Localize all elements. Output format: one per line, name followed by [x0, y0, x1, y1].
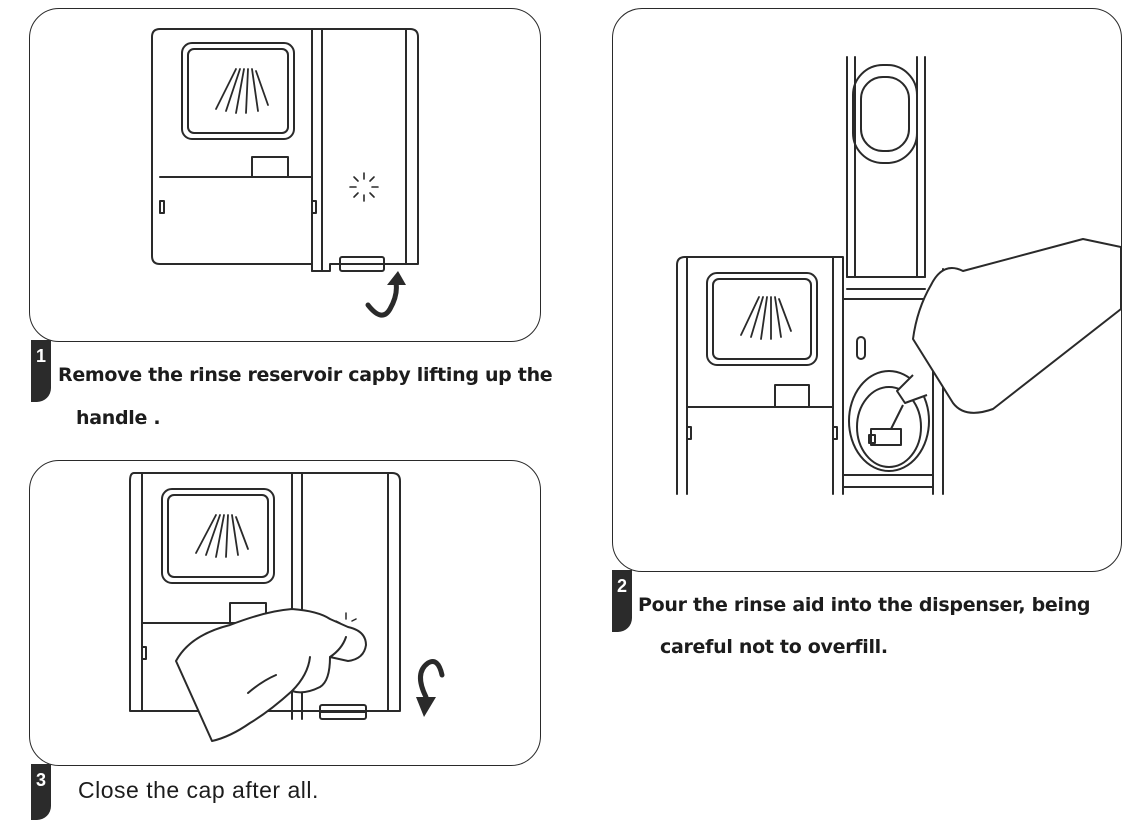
rinse-aid-bottle — [890, 238, 1121, 430]
step-1-number-tab: 1 — [31, 340, 51, 402]
step-2-caption-line-1: Pour the rinse aid into the dispenser, b… — [638, 594, 1091, 616]
step-3-number-tab: 3 — [31, 764, 51, 820]
step-2-illustration-panel — [612, 8, 1122, 572]
hand-illustration — [175, 608, 367, 742]
close-arrow-icon — [416, 659, 445, 717]
step-1-illustration-panel — [29, 8, 541, 342]
dispenser-cap-closed-illustration — [151, 28, 419, 318]
step-1-caption-line-1: Remove the rinse reservoir capby lifting… — [58, 364, 553, 386]
rinse-spray-icon — [215, 68, 269, 114]
lift-arrow-icon — [365, 271, 406, 318]
step-3-caption: Close the cap after all. — [78, 777, 319, 803]
rinse-spray-icon — [195, 514, 249, 558]
step-2-caption-line-2: careful not to overfill. — [660, 636, 888, 658]
sparkle-indicator-icon — [349, 172, 379, 202]
step-1-caption-line-2: handle . — [76, 407, 161, 429]
pouring-rinse-aid-illustration — [676, 56, 1121, 495]
rinse-spray-icon — [740, 296, 792, 340]
step-2-number-tab: 2 — [612, 570, 632, 632]
sparkle-indicator-icon — [335, 612, 357, 624]
step-3-illustration-panel — [29, 460, 541, 766]
closing-cap-illustration — [129, 472, 445, 742]
